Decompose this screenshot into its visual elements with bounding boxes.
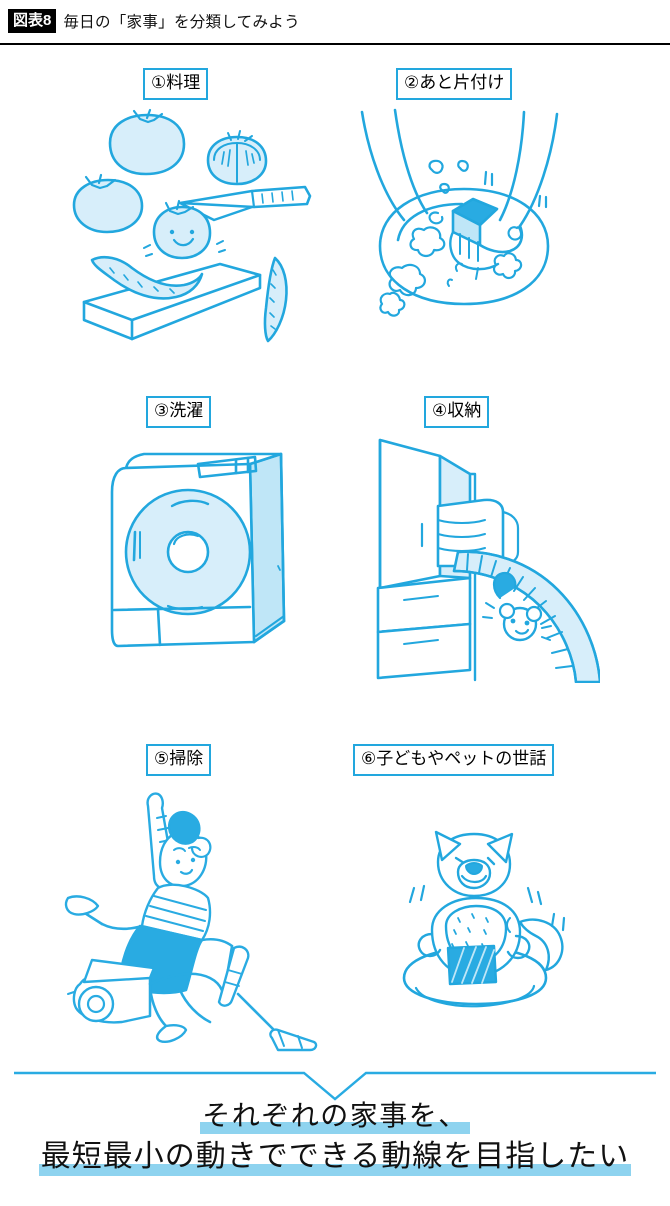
figure-header: 図表8 毎日の「家事」を分類してみよう (8, 8, 662, 34)
panel-label-cooking: ①料理 (143, 68, 209, 100)
panel-label-cleanup: ②あと片付け (396, 68, 513, 100)
caption-line-1: それぞれの家事を、 (200, 1099, 470, 1134)
caption-line-2: 最短最小の動きでできる動線を目指したい (38, 1138, 632, 1176)
panel-label-sweeping: ⑤掃除 (146, 744, 212, 776)
page-title: 毎日の「家事」を分類してみよう (63, 13, 300, 31)
vacuum-illustration (62, 788, 347, 1053)
panel-label-laundry: ③洗濯 (146, 396, 212, 428)
dishwashing-illustration (352, 108, 600, 338)
closet-illustration (372, 428, 600, 683)
figure-number-badge: 図表8 (8, 9, 57, 33)
panel-label-care: ⑥子どもやペットの世話 (353, 744, 555, 776)
pet-illustration (394, 830, 609, 1020)
panel-label-storage: ④収納 (424, 396, 490, 428)
header-divider (0, 43, 670, 45)
figure-caption: それぞれの家事を、 最短最小の動きでできる動線を目指したい (0, 1096, 670, 1178)
washing-machine-illustration (88, 440, 313, 660)
cooking-illustration (62, 108, 347, 343)
